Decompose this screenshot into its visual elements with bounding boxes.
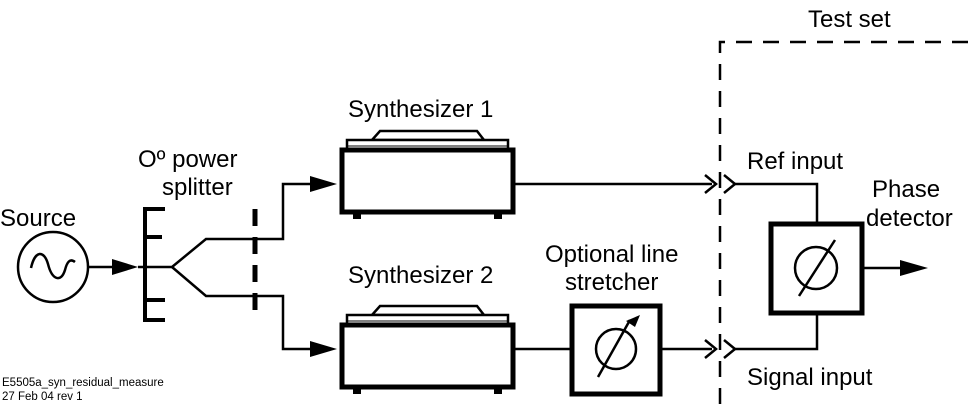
source-icon [16, 230, 90, 304]
line-stretcher-label-line2: stretcher [565, 269, 658, 296]
splitter-path-lower [171, 266, 258, 298]
synthesizer-2-label: Synthesizer 2 [348, 262, 493, 289]
test-set-label: Test set [808, 6, 891, 33]
signal-input-jack-icon [723, 339, 737, 359]
drawing-revision: 27 Feb 04 rev 1 [2, 391, 83, 403]
source-arrow-icon [112, 259, 138, 275]
phase-detector-label-line1: Phase [872, 176, 940, 203]
splitter-bracket-top [143, 207, 165, 236]
drawing-id: E5505a_syn_residual_measure [2, 377, 164, 389]
synthesizer-1-label: Synthesizer 1 [348, 96, 493, 123]
signal-input-connector-icon [704, 339, 718, 359]
power-splitter-label-line1: Oº power [138, 146, 237, 173]
source-label: Source [0, 205, 76, 232]
synthesizer-2-box [339, 304, 516, 394]
wire-to-synth2 [258, 294, 310, 351]
line-stretcher-box [569, 303, 663, 397]
wire-ref-to-detector [735, 182, 819, 222]
synth2-input-arrow-icon [310, 341, 337, 357]
synth1-input-arrow-icon [310, 176, 337, 192]
wire-signal-to-detector [735, 314, 819, 351]
stretcher-adjust-arrow-icon [626, 315, 640, 327]
ref-input-label: Ref input [747, 148, 843, 175]
ref-input-jack-icon [723, 174, 737, 194]
power-splitter-label-line2: splitter [162, 174, 233, 201]
line-stretcher-label-line1: Optional line [545, 241, 678, 268]
phase-detector-label-line2: detector [866, 205, 953, 232]
phase-detector-box [768, 221, 865, 316]
splitter-path-upper [138, 237, 258, 269]
splitter-bracket-left [143, 235, 162, 300]
test-set-boundary [718, 40, 974, 404]
wire-to-synth1 [258, 182, 310, 241]
synthesizer-1-box [339, 129, 516, 219]
detector-output-arrow-icon [900, 260, 928, 276]
splitter-bracket-bottom [143, 300, 165, 322]
power-splitter [138, 209, 258, 320]
signal-input-label: Signal input [747, 364, 873, 391]
ref-input-connector-icon [704, 174, 718, 194]
